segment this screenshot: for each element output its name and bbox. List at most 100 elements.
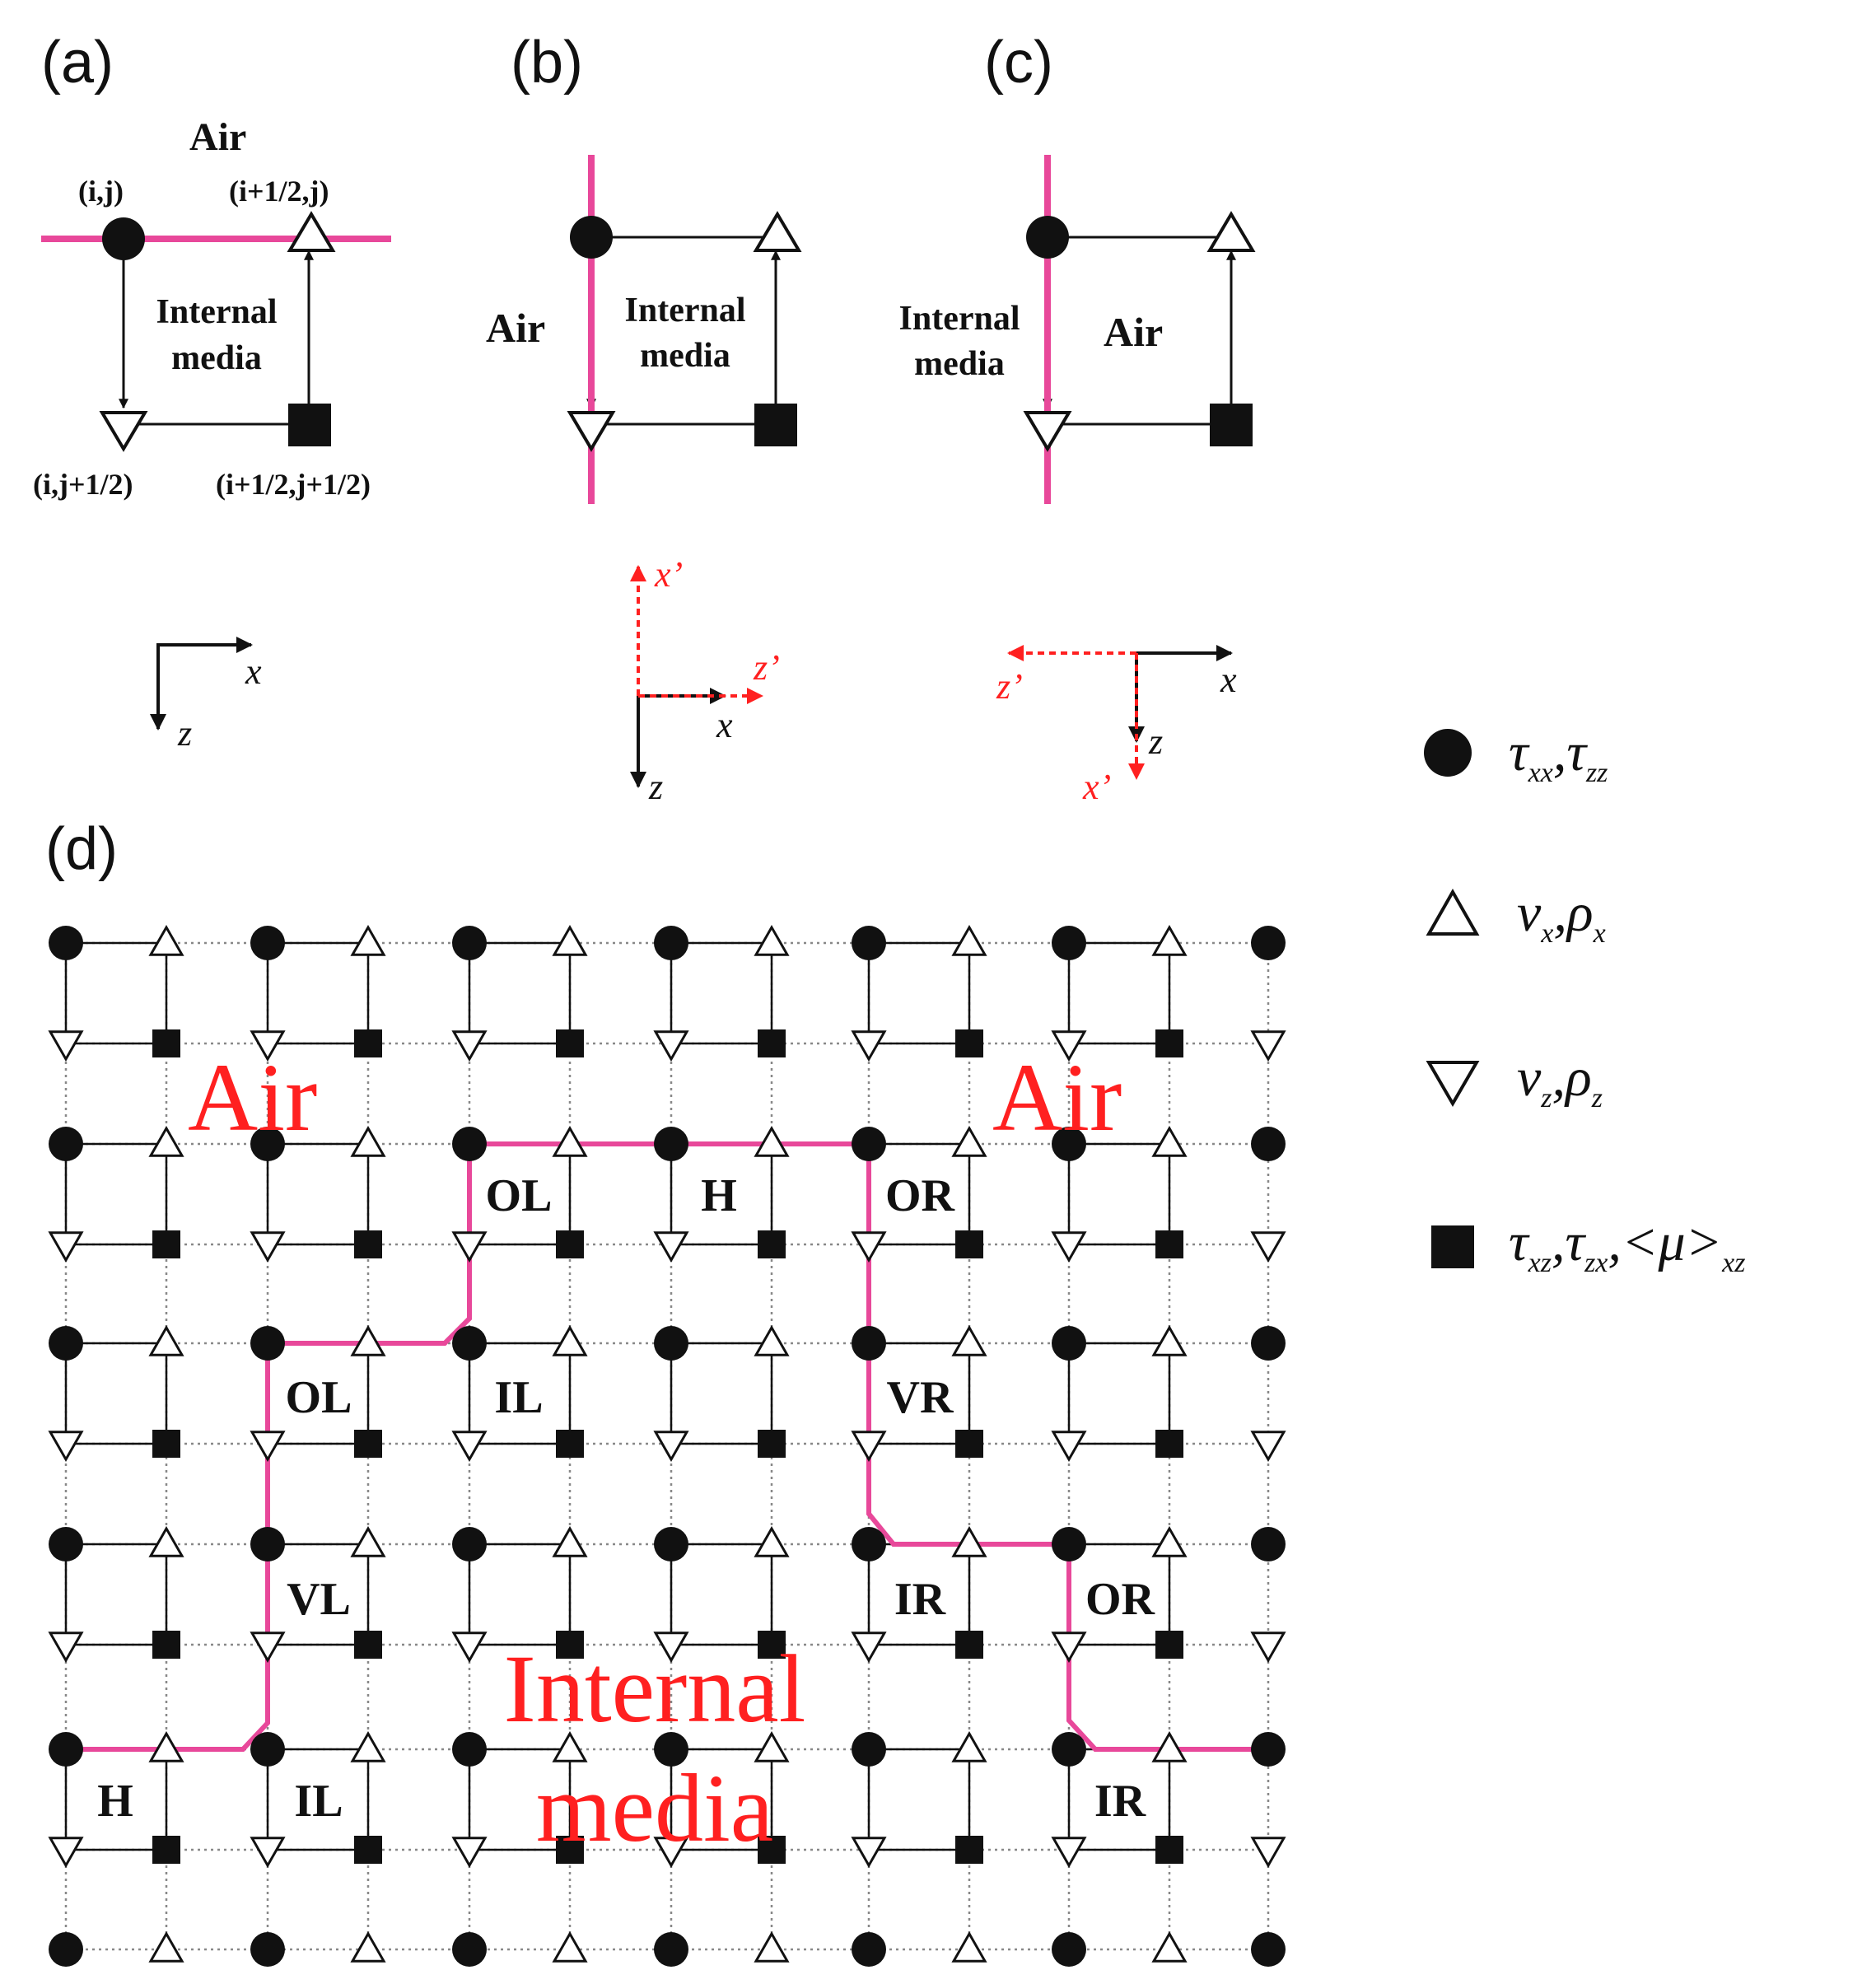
grid-square-node xyxy=(758,1029,786,1057)
grid-triangle-down-node xyxy=(451,1837,488,1869)
grid-triangle-up-node xyxy=(552,1930,588,1963)
grid-triangle-up-node xyxy=(754,1125,790,1157)
grid-square-node xyxy=(152,1836,180,1864)
grid-circle-node xyxy=(1251,1127,1286,1161)
grid-circle-node xyxy=(852,926,886,960)
grid-circle-node xyxy=(49,1127,83,1161)
cell-label: OL xyxy=(486,1170,553,1221)
grid-circle-node xyxy=(452,1326,487,1361)
grid-circle-node xyxy=(1251,1527,1286,1562)
grid-circle-node xyxy=(1052,926,1086,960)
panel-a-node-ij: (i,j) xyxy=(78,175,124,208)
grid-triangle-down-node xyxy=(1250,1632,1286,1664)
panel-b-xprime-label: x’ xyxy=(654,554,683,595)
grid-triangle-down-node xyxy=(48,1431,84,1463)
grid-triangle-up-node xyxy=(951,924,987,956)
panel-a-node-ihalf-jhalf: (i+1/2,j+1/2) xyxy=(216,468,371,501)
panel-d: (d) Air Air Internal media OL H OR OL IL… xyxy=(45,816,1286,1967)
grid-circle-node xyxy=(654,1932,688,1967)
grid-triangle-down-node xyxy=(1051,1431,1087,1463)
grid-triangle-up-node xyxy=(951,1525,987,1557)
grid-triangle-down-node xyxy=(851,1030,887,1062)
grid-square-node xyxy=(955,1029,983,1057)
grid-triangle-up-node xyxy=(350,924,386,956)
grid-square-node xyxy=(354,1836,382,1864)
grid-triangle-up-node xyxy=(552,1324,588,1356)
panel-c-zprime-label: z’ xyxy=(996,666,1023,707)
grid-circle-node xyxy=(452,1732,487,1767)
cell-label: H xyxy=(97,1776,133,1827)
grid-square-node xyxy=(152,1430,180,1458)
cell-label: IR xyxy=(1094,1776,1146,1827)
panel-c: (c) Air Internal media x z x’ z’ xyxy=(899,30,1256,807)
grid-triangle-up-node xyxy=(148,1324,184,1356)
legend-triangle-down-text: vz,ρz xyxy=(1517,1048,1603,1113)
grid-square-node xyxy=(1155,1029,1183,1057)
grid-triangle-down-node xyxy=(451,1030,488,1062)
panel-a-internal-2: media xyxy=(171,339,262,377)
grid-triangle-down-node xyxy=(451,1632,488,1664)
grid-square-node xyxy=(758,1631,786,1659)
cell-label: OR xyxy=(1085,1574,1155,1625)
grid-triangle-down-node xyxy=(653,1231,689,1263)
legend-triangle-down-icon xyxy=(1426,1061,1480,1107)
grid-square-node xyxy=(354,1029,382,1057)
grid-triangle-down-node xyxy=(1250,1431,1286,1463)
grid-square-node xyxy=(758,1836,786,1864)
grid-triangle-down-node xyxy=(250,1632,286,1664)
grid-square-node xyxy=(556,1631,584,1659)
grid-square-node xyxy=(152,1631,180,1659)
grid-triangle-up-node xyxy=(1151,1930,1188,1963)
grid-square-node xyxy=(955,1631,983,1659)
grid-circle-node xyxy=(1052,1732,1086,1767)
grid-triangle-down-node xyxy=(250,1030,286,1062)
grid-circle-node xyxy=(250,1527,285,1562)
grid-circle-node xyxy=(654,1527,688,1562)
grid-triangle-up-node xyxy=(552,1125,588,1157)
grid-triangle-up-node xyxy=(350,1324,386,1356)
grid-square-node xyxy=(955,1230,983,1258)
grid-circle-node xyxy=(49,1527,83,1562)
cell-label: OR xyxy=(885,1170,955,1221)
grid-square-node xyxy=(354,1430,382,1458)
panel-d-internal-1: Internal xyxy=(504,1635,806,1743)
panel-d-air-left: Air xyxy=(188,1043,317,1151)
panel-c-triangle-down-node xyxy=(1023,411,1072,452)
panel-c-circle-node xyxy=(1026,216,1069,259)
grid-circle-node xyxy=(1251,926,1286,960)
panel-a: (a) Air (i,j) (i+1/2,j) (i,j+1/2) (i+1/2… xyxy=(33,30,391,754)
grid-circle-node xyxy=(852,1326,886,1361)
legend-triangle-up-text: vx,ρx xyxy=(1517,883,1606,949)
grid-square-node xyxy=(556,1430,584,1458)
legend-circle-icon xyxy=(1424,729,1472,777)
grid-triangle-up-node xyxy=(1151,1525,1188,1557)
grid-triangle-up-node xyxy=(1151,924,1188,956)
grid-triangle-down-node xyxy=(653,1431,689,1463)
grid-triangle-up-node xyxy=(754,1930,790,1963)
panel-d-label: (d) xyxy=(45,816,118,882)
grid-triangle-up-node xyxy=(552,924,588,956)
grid-triangle-up-node xyxy=(754,1730,790,1762)
panel-c-air-label: Air xyxy=(1104,309,1163,355)
grid-triangle-up-node xyxy=(951,1125,987,1157)
panel-b-label: (b) xyxy=(511,30,583,96)
panel-b-triangle-down-node xyxy=(567,411,616,452)
grid-triangle-down-node xyxy=(653,1837,689,1869)
grid-triangle-up-node xyxy=(148,1930,184,1963)
panel-c-triangle-up-node xyxy=(1206,211,1256,252)
grid-triangle-up-node xyxy=(552,1525,588,1557)
grid-triangle-up-node xyxy=(951,1730,987,1762)
grid-triangle-down-node xyxy=(1250,1837,1286,1869)
panel-c-internal-2: media xyxy=(914,345,1005,383)
grid-square-node xyxy=(556,1029,584,1057)
grid-triangle-down-node xyxy=(250,1837,286,1869)
panel-c-label: (c) xyxy=(984,30,1053,96)
grid-triangle-down-node xyxy=(451,1431,488,1463)
grid-triangle-down-node xyxy=(451,1231,488,1263)
grid-circle-node xyxy=(49,1732,83,1767)
grid-square-node xyxy=(1155,1430,1183,1458)
grid-circle-node xyxy=(250,1732,285,1767)
grid-triangle-up-node xyxy=(148,1525,184,1557)
grid-triangle-up-node xyxy=(754,1324,790,1356)
